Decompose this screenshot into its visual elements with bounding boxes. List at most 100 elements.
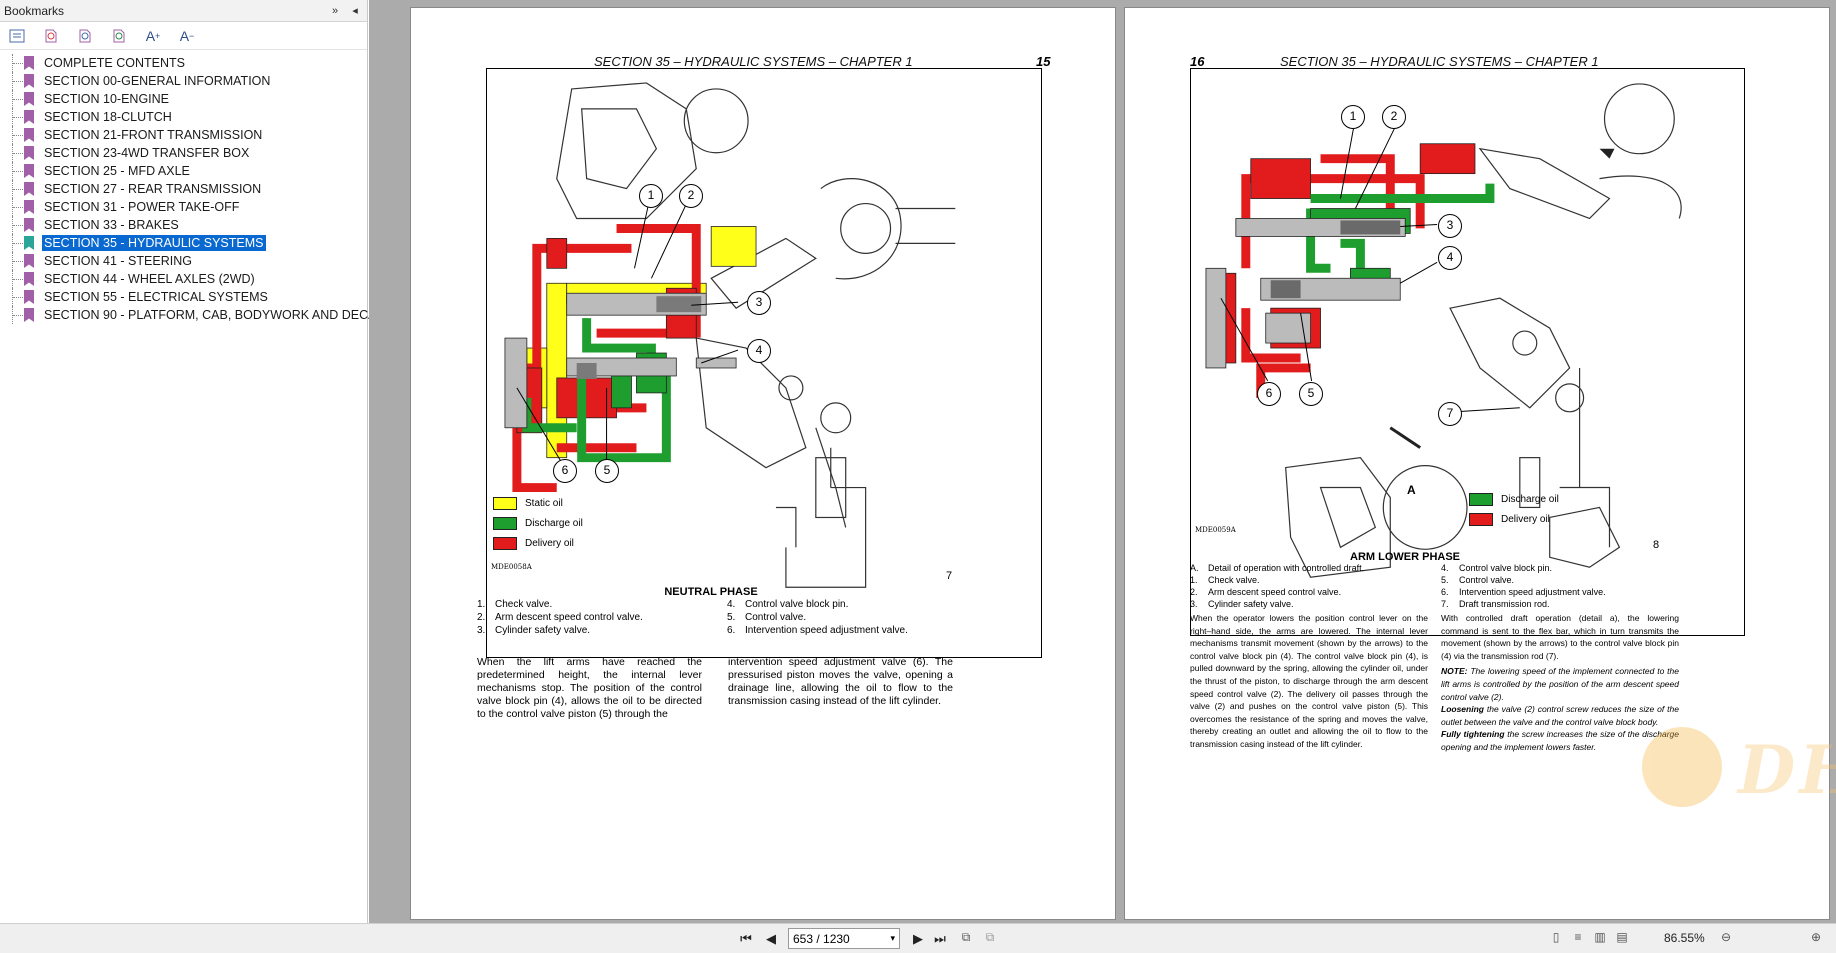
bookmark-icon xyxy=(24,182,34,196)
bookmark-item[interactable]: SECTION 31 - POWER TAKE-OFF xyxy=(0,198,367,216)
bookmarks-title: Bookmarks xyxy=(4,3,65,18)
caption-item: 4.Control valve block pin. xyxy=(727,599,849,610)
bookmark-label: COMPLETE CONTENTS xyxy=(44,56,185,70)
callout-2: 2 xyxy=(1382,105,1406,129)
tree-connector xyxy=(12,108,24,126)
two-page-icon[interactable]: ▥ xyxy=(1594,930,1606,944)
bookmark-item[interactable]: SECTION 18-CLUTCH xyxy=(0,108,367,126)
legend-discharge: Discharge oil xyxy=(493,513,583,533)
zoom-level[interactable]: 86.55% xyxy=(1664,931,1705,945)
phase-title: NEUTRAL PHASE xyxy=(664,586,758,598)
caption-item: 5.Control valve. xyxy=(1441,575,1515,585)
bookmark-label: SECTION 33 - BRAKES xyxy=(44,218,179,232)
zoom-out-icon[interactable]: ⊖ xyxy=(1720,930,1732,944)
bookmark-icon xyxy=(24,110,34,124)
collapse-icon[interactable] xyxy=(74,26,96,46)
callout-7: 7 xyxy=(1438,402,1462,426)
bookmark-icon xyxy=(24,218,34,232)
tree-connector xyxy=(12,198,24,216)
first-page-icon[interactable]: ⏮ xyxy=(740,931,752,946)
callout-4: 4 xyxy=(747,339,771,363)
bookmark-item[interactable]: SECTION 00-GENERAL INFORMATION xyxy=(0,72,367,90)
bookmark-item[interactable]: SECTION 90 - PLATFORM, CAB, BODYWORK AND… xyxy=(0,306,392,324)
bookmark-icon xyxy=(24,290,34,304)
callout-6: 6 xyxy=(1257,382,1281,406)
legend-static: Static oil xyxy=(493,493,583,513)
page-15: SECTION 35 – HYDRAULIC SYSTEMS – CHAPTER… xyxy=(410,7,1116,920)
figure-legend: Static oil Discharge oil Delivery oil xyxy=(493,493,583,553)
expand-icon[interactable] xyxy=(40,26,62,46)
tree-connector xyxy=(12,90,24,108)
bookmark-item[interactable]: SECTION 55 - ELECTRICAL SYSTEMS xyxy=(0,288,367,306)
options-icon[interactable] xyxy=(6,26,28,46)
bookmark-item[interactable]: SECTION 33 - BRAKES xyxy=(0,216,367,234)
tree-connector xyxy=(12,72,24,90)
find-icon[interactable] xyxy=(108,26,130,46)
bookmark-item[interactable]: SECTION 44 - WHEEL AXLES (2WD) xyxy=(0,270,367,288)
collapse-panel-icon[interactable]: ◂ xyxy=(352,4,358,17)
bookmark-item[interactable]: SECTION 27 - REAR TRANSMISSION xyxy=(0,180,367,198)
loosening-label: Loosening xyxy=(1441,704,1484,715)
legend-swatch xyxy=(1469,512,1493,526)
font-decrease-icon[interactable]: A− xyxy=(179,27,195,44)
bookmark-label: SECTION 35 - HYDRAULIC SYSTEMS xyxy=(42,235,266,251)
bookmark-icon xyxy=(24,308,34,322)
figure-number: 8 xyxy=(1653,539,1660,551)
last-page-icon[interactable]: ⏭ xyxy=(934,931,946,946)
tree-connector xyxy=(12,252,24,270)
legend-swatch xyxy=(493,536,517,550)
figure-number: 7 xyxy=(946,570,953,582)
caption-item: 2.Arm descent speed control valve. xyxy=(477,612,643,623)
caption-item: 4.Control valve block pin. xyxy=(1441,563,1553,573)
single-page-icon[interactable]: ▯ xyxy=(1552,930,1560,944)
legend-delivery: Delivery oil xyxy=(1469,509,1559,529)
chevron-down-icon[interactable]: ▾ xyxy=(890,933,895,943)
bookmark-item[interactable]: SECTION 23-4WD TRANSFER BOX xyxy=(0,144,367,162)
two-page-continuous-icon[interactable]: ▤ xyxy=(1616,930,1628,944)
zoom-in-icon[interactable]: ⊕ xyxy=(1810,930,1822,944)
callout-1: 1 xyxy=(1341,105,1365,129)
tree-connector xyxy=(12,126,24,144)
phase-title: ARM LOWER PHASE xyxy=(1350,551,1460,563)
view-mode-icon[interactable]: ⧉ xyxy=(961,930,971,944)
bookmark-label: SECTION 18-CLUTCH xyxy=(44,110,172,124)
status-bar: ⏮ ◀ 653 / 1230 ▾ ▶ ⏭ ⧉ ⧉ ▯ ≡ ▥ ▤ 86.55% … xyxy=(0,923,1836,953)
bookmark-item[interactable]: SECTION 21-FRONT TRANSMISSION xyxy=(0,126,367,144)
bookmark-item[interactable]: SECTION 25 - MFD AXLE xyxy=(0,162,367,180)
caption-item: 7.Draft transmission rod. xyxy=(1441,599,1550,609)
page-number: 16 xyxy=(1190,54,1205,69)
page-number-value: 653 / 1230 xyxy=(793,931,850,946)
hydraulic-diagram-arm-lower: 1 2 3 4 5 6 7 A Discharge oil Delivery o… xyxy=(1190,68,1745,636)
font-increase-icon[interactable]: A+ xyxy=(145,27,161,44)
bookmarks-toolbar: A+ A− xyxy=(0,22,367,50)
body-intro: With controlled draft operation (detail … xyxy=(1441,613,1679,661)
bookmark-item[interactable]: COMPLETE CONTENTS xyxy=(0,54,367,72)
continuous-icon[interactable]: ≡ xyxy=(1574,930,1582,944)
bookmark-item[interactable]: SECTION 10-ENGINE xyxy=(0,90,367,108)
bookmark-item[interactable]: SECTION 41 - STEERING xyxy=(0,252,367,270)
callout-2: 2 xyxy=(679,184,703,208)
bookmark-icon xyxy=(24,146,34,160)
next-page-icon[interactable]: ▶ xyxy=(913,931,923,946)
view-mode-alt-icon[interactable]: ⧉ xyxy=(985,930,995,944)
page-number-field[interactable]: 653 / 1230 ▾ xyxy=(788,928,900,949)
loosening-paragraph: Loosening the valve (2) control screw re… xyxy=(1441,703,1679,728)
caption-list-1: A.Detail of operation with controlled dr… xyxy=(1190,562,1440,610)
document-viewer[interactable]: SECTION 35 – HYDRAULIC SYSTEMS – CHAPTER… xyxy=(369,0,1836,923)
body-column-2: With controlled draft operation (detail … xyxy=(1441,612,1679,754)
tree-connector xyxy=(12,288,24,306)
note-text: The lowering speed of the implement conn… xyxy=(1441,666,1679,702)
bookmark-label: SECTION 27 - REAR TRANSMISSION xyxy=(44,182,262,196)
bookmark-item[interactable]: SECTION 35 - HYDRAULIC SYSTEMS xyxy=(0,234,367,252)
tree-connector xyxy=(12,306,24,324)
bookmark-tree: COMPLETE CONTENTS SECTION 00-GENERAL INFO… xyxy=(0,50,392,324)
page-number: 15 xyxy=(1036,54,1051,69)
bookmark-icon xyxy=(24,200,34,214)
bookmarks-header: Bookmarks » ◂ xyxy=(0,0,367,22)
detail-label: A xyxy=(1407,483,1416,497)
expand-panel-icon[interactable]: » xyxy=(331,4,339,17)
tightening-text: the screw increases the size of the disc… xyxy=(1441,729,1679,752)
figure-legend: Discharge oil Delivery oil xyxy=(1469,489,1559,529)
prev-page-icon[interactable]: ◀ xyxy=(766,931,776,946)
